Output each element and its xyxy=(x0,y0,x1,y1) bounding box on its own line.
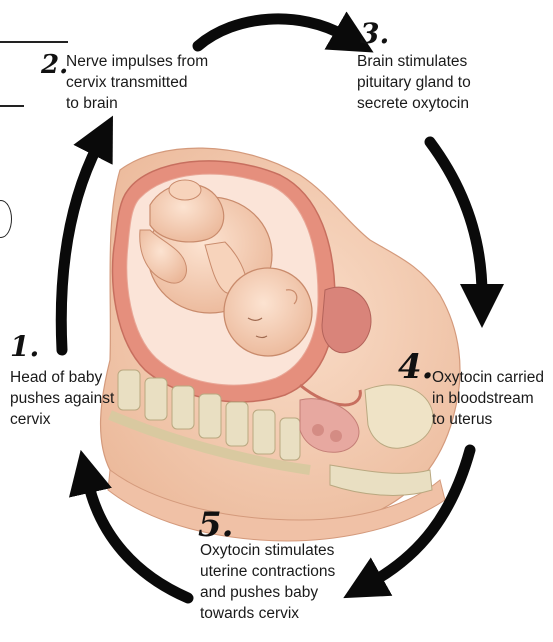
step-4-label: Oxytocin carried in bloodstream to uteru… xyxy=(432,367,544,430)
step-4-number: 4. xyxy=(398,350,434,384)
step-3-label: Brain stimulates pituitary gland to secr… xyxy=(357,51,471,114)
step-3-number: 3. xyxy=(360,20,389,48)
step-5-number: 5. xyxy=(198,508,234,542)
pregnancy-illustration xyxy=(101,148,460,541)
step-2-number: 2. xyxy=(41,52,68,78)
step-2-label: Nerve impulses from cervix transmitted t… xyxy=(66,51,208,114)
arrow-3-to-4 xyxy=(430,142,482,295)
step-1-number: 1. xyxy=(10,333,39,361)
edge-mark xyxy=(0,105,24,107)
step-5-label: Oxytocin stimulates uterine contractions… xyxy=(200,540,335,624)
step-1-label: Head of baby pushes against cervix xyxy=(10,367,114,430)
arrow-2-to-3 xyxy=(198,19,345,46)
arrow-1-to-2 xyxy=(61,145,98,350)
fetus-foot xyxy=(169,180,201,200)
edge-mark xyxy=(0,41,68,43)
fetus-head xyxy=(224,268,312,356)
